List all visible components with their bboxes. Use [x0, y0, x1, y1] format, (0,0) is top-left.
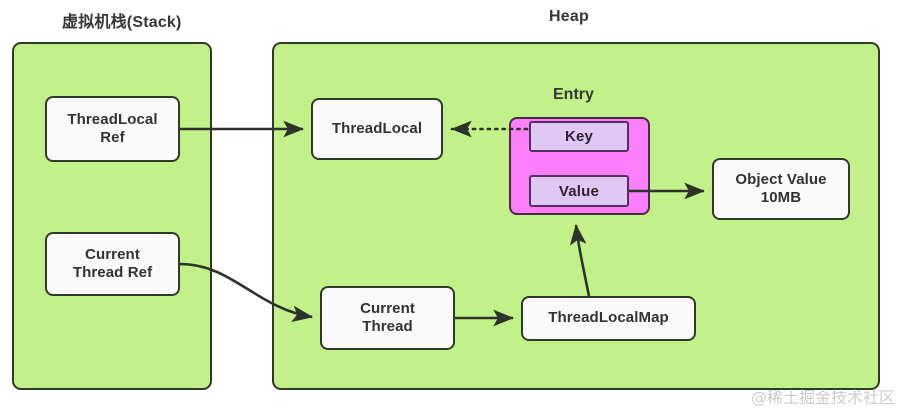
entry-cell-key[interactable]: Key: [529, 121, 629, 152]
watermark: @稀土掘金技术社区: [750, 388, 895, 407]
stack-region: [12, 42, 212, 390]
node-current-thread-ref[interactable]: Current Thread Ref: [45, 232, 180, 296]
node-threadlocalmap[interactable]: ThreadLocalMap: [521, 296, 696, 341]
entry-label: Entry: [553, 86, 594, 103]
stack-region-label: 虚拟机栈(Stack): [62, 14, 182, 31]
node-threadlocal-ref[interactable]: ThreadLocal Ref: [45, 96, 180, 162]
entry-cell-value[interactable]: Value: [529, 175, 629, 207]
node-current-thread[interactable]: Current Thread: [320, 286, 455, 350]
node-object-value[interactable]: Object Value 10MB: [712, 158, 850, 220]
heap-region-label: Heap: [549, 8, 589, 25]
node-threadlocal[interactable]: ThreadLocal: [311, 98, 443, 160]
